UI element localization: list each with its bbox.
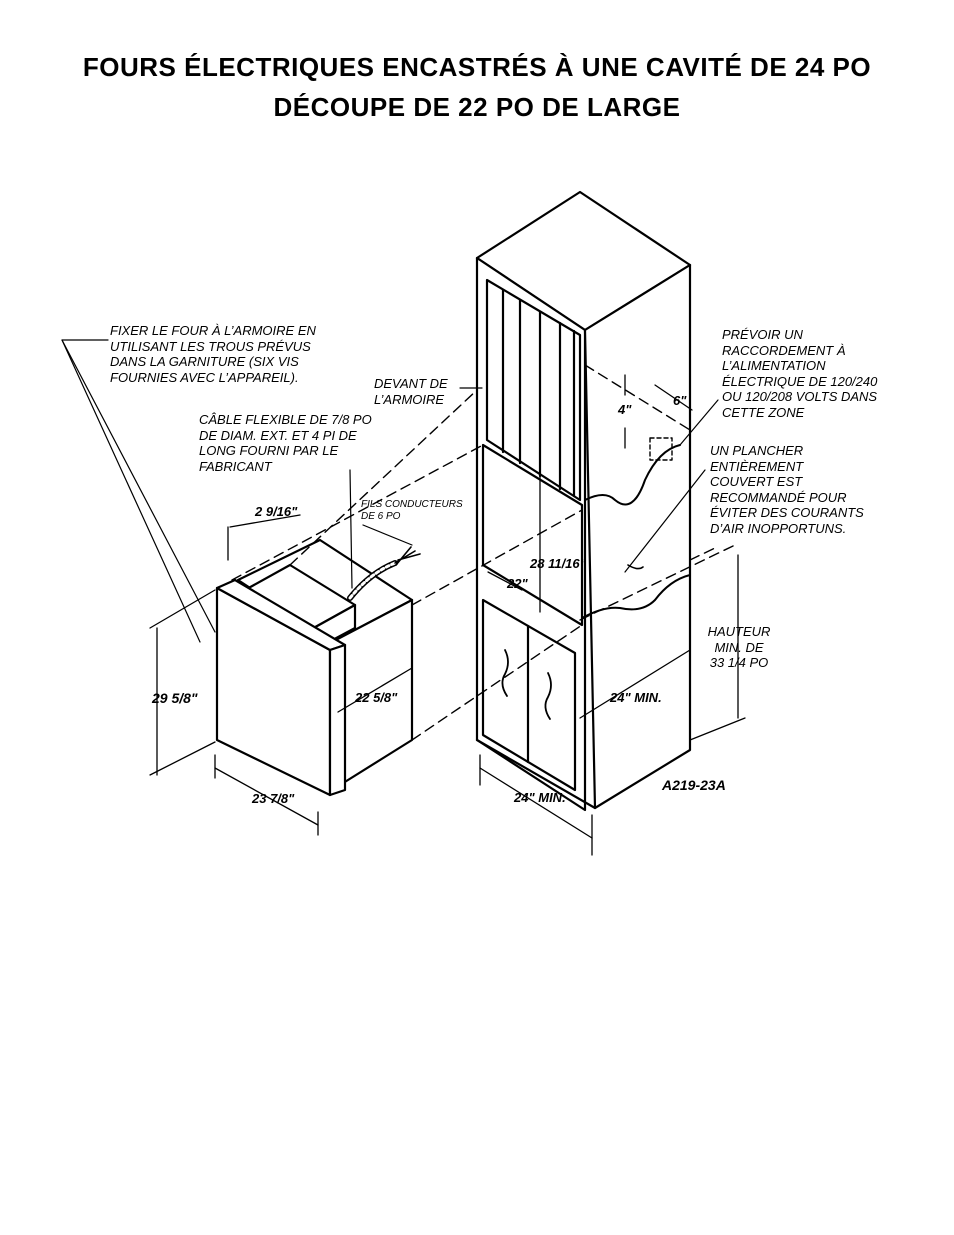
- dimension-lines: [149, 374, 746, 856]
- power-connection-note: PRÉVOIR UN RACCORDEMENT À L’ALIMENTATION…: [722, 327, 878, 420]
- zone-6-dim: 6": [673, 393, 687, 408]
- cabinet: [475, 190, 692, 812]
- fix-oven-note: FIXER LE FOUR À L’ARMOIRE EN UTILISANT L…: [110, 323, 316, 385]
- oven: [215, 538, 421, 797]
- cabinet-front-note: DEVANT DE L’ARMOIRE: [374, 376, 448, 407]
- projection-lines: [231, 364, 736, 741]
- cutout-height-dim: 28 11/16": [529, 556, 587, 571]
- oven-height-dim: 29 5/8": [151, 690, 198, 706]
- min-height-note: HAUTEUR MIN. DE 33 1/4 PO: [707, 624, 771, 670]
- cabinet-depth-dim: 24" MIN.: [609, 690, 662, 705]
- flex-cable-note: CÂBLE FLEXIBLE DE 7/8 PO DE DIAM. EXT. E…: [199, 412, 372, 474]
- cabinet-width-dim: 24" MIN.: [513, 790, 566, 805]
- floor-note: UN PLANCHER ENTIÈREMENT COUVERT EST RECO…: [710, 443, 864, 536]
- lead-wires-note: FILS CONDUCTEURS DE 6 PO: [361, 499, 463, 522]
- oven-width-dim: 23 7/8": [251, 791, 295, 806]
- zone-4-dim: 4": [617, 402, 632, 417]
- page-title: FOURS ÉLECTRIQUES ENCASTRÉS À UNE CAVITÉ…: [82, 52, 872, 82]
- oven-depth-dim: 22 5/8": [354, 690, 398, 705]
- drawing-code: A219-23A: [661, 777, 726, 793]
- trim-depth-dim: 2 9/16": [254, 504, 298, 519]
- page-subtitle: DÉCOUPE DE 22 PO DE LARGE: [273, 92, 681, 122]
- leader-lines: [61, 339, 719, 643]
- cutout-width-dim: 22": [506, 576, 528, 591]
